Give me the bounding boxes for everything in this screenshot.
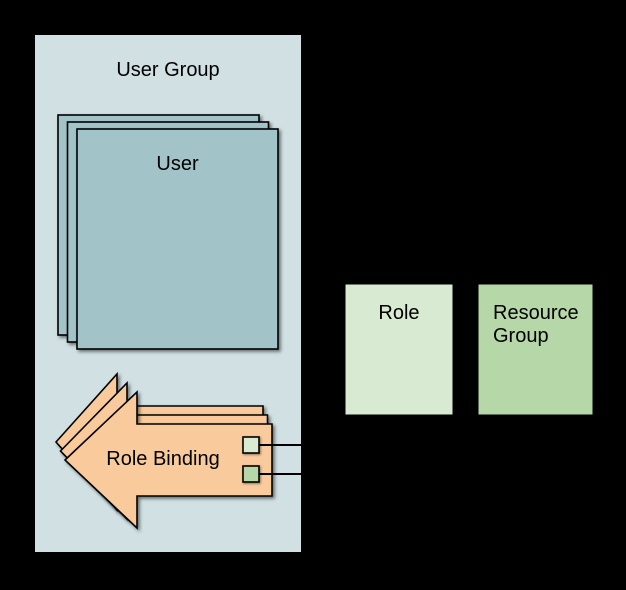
role-label: Role <box>378 302 420 324</box>
role-binding-arrow-front <box>63 390 273 530</box>
role-binding-label: Role Binding <box>106 448 220 470</box>
resource-group-box <box>477 283 594 416</box>
role-reference-square <box>242 436 260 454</box>
connector-resource-group <box>259 417 537 475</box>
connector-role <box>259 417 401 446</box>
role-box <box>344 283 454 416</box>
user-label: User <box>156 153 199 175</box>
user-box-front <box>76 128 279 350</box>
resource-group-label: Resource Group <box>493 302 579 347</box>
user-group-label: User Group <box>116 59 220 81</box>
resource-group-reference-square <box>242 465 260 483</box>
